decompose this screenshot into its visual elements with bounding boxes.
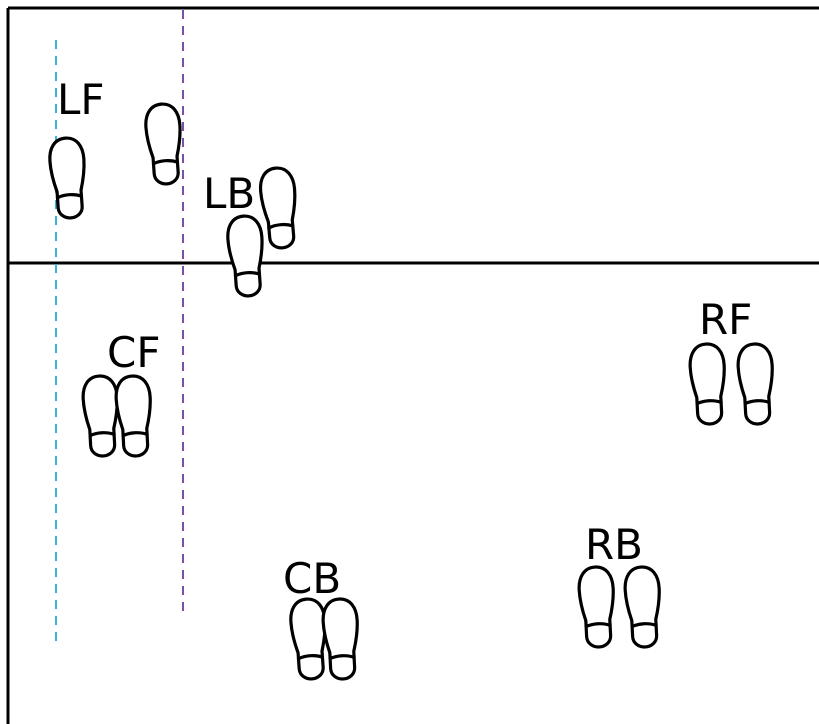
shoe-footprint-icon (113, 373, 155, 459)
shoe-footprint-icon (687, 341, 729, 427)
position-rb: RB (576, 520, 664, 650)
shoe-footprint-icon (320, 596, 362, 682)
position-label-rf: RF (699, 295, 752, 344)
shoe-footprint-icon (257, 165, 302, 251)
position-label-rb: RB (585, 520, 643, 569)
position-label-cf: CF (107, 328, 160, 377)
position-rf: RF (687, 295, 777, 427)
shoe-footprint-icon (46, 135, 90, 221)
shoe-footprint-icon (142, 101, 186, 187)
position-lf: LF (46, 75, 186, 221)
shoe-footprint-icon (80, 373, 122, 459)
position-lb: LB (203, 165, 302, 299)
shoe-footprint-icon (224, 213, 268, 299)
position-label-lf: LF (57, 75, 105, 124)
position-cf: CF (80, 328, 160, 459)
position-cb: CB (283, 554, 362, 682)
shoe-footprint-icon (622, 564, 664, 650)
position-label-cb: CB (283, 554, 341, 603)
shoe-footprint-icon (576, 564, 618, 650)
position-label-lb: LB (203, 169, 255, 218)
shoe-footprint-icon (735, 341, 777, 427)
